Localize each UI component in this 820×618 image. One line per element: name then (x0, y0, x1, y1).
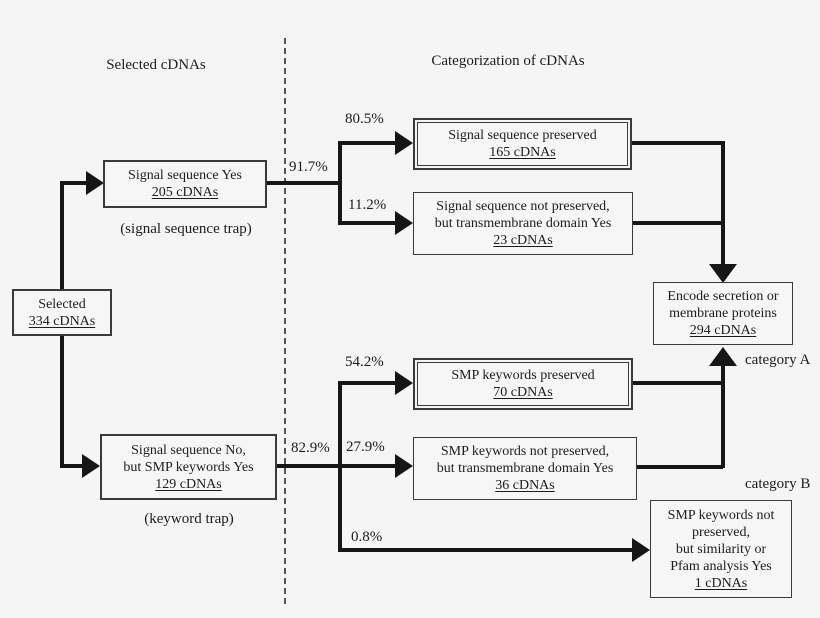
box-count: 165 cDNAs (489, 145, 556, 160)
signal-not-preserved-box: Signal sequence not preserved, but trans… (413, 192, 633, 255)
box-text: SMP keywords preserved (451, 368, 595, 383)
arrow-right-icon (395, 371, 413, 395)
box-count: 70 cDNAs (493, 385, 553, 400)
box-count: 23 cDNAs (493, 233, 553, 248)
box-text: SMP keywords not (667, 507, 775, 523)
arrow-down-icon (709, 264, 737, 283)
box-text: Pfam analysis Yes (670, 558, 772, 574)
arrow-right-icon (632, 538, 650, 562)
box-count: 205 cDNAs (151, 185, 219, 200)
flow-line-36-to-merge (635, 465, 723, 469)
box-count: 129 cDNAs (155, 476, 222, 492)
box-text: membrane proteins (669, 306, 777, 321)
signal-preserved-box: Signal sequence preserved 165 cDNAs (413, 118, 632, 170)
percent-sig-not-preserved: 11.2% (348, 197, 387, 213)
flow-line-branch2-vertical (338, 381, 342, 552)
selected-box: Selected 334 cDNAs (12, 289, 112, 336)
header-categorization-of-cdnas: Categorization of cDNAs (431, 53, 585, 69)
flow-line-signal-yes-out (265, 181, 342, 185)
box-text: Encode secretion or (667, 289, 779, 304)
flow-line-merge-up-vertical (721, 364, 725, 468)
category-a-label: category A (745, 352, 811, 368)
box-text: Signal sequence preserved (448, 128, 597, 143)
category-b-label: category B (745, 476, 811, 492)
box-text: but SMP keywords Yes (123, 459, 254, 475)
box-text: Signal sequence No, (131, 442, 246, 458)
header-selected-cdnas: Selected cDNAs (106, 57, 206, 73)
signal-sequence-no-box: Signal sequence No, but SMP keywords Yes… (100, 434, 277, 500)
percent-smp-similarity: 0.8% (351, 529, 383, 545)
box-count: 36 cDNAs (495, 478, 555, 493)
box-text: Selected (38, 296, 86, 312)
box-count: 1 cDNAs (694, 575, 748, 591)
box-text: preserved, (692, 524, 750, 540)
flow-line-23-to-merge (631, 221, 723, 225)
percent-sig-preserved: 80.5% (345, 111, 384, 127)
arrow-right-icon (395, 131, 413, 155)
arrow-right-icon (395, 454, 413, 478)
percent-sig-branch: 91.7% (289, 159, 328, 175)
flow-line-70-to-merge (631, 381, 723, 385)
box-text: but similarity or (675, 541, 767, 557)
box-text: Signal sequence not preserved, (436, 199, 610, 214)
signal-trap-caption: (signal sequence trap) (120, 221, 252, 237)
flow-line-trunk-to-signal-no (60, 464, 86, 468)
flow-line-to-smp-not-preserved (342, 464, 396, 468)
smp-similarity-box: SMP keywords not preserved, but similari… (650, 500, 792, 598)
smp-not-preserved-box: SMP keywords not preserved, but transmem… (413, 437, 637, 500)
flow-line-branch1-vertical (338, 141, 342, 225)
percent-smp-not-preserved: 27.9% (346, 439, 385, 455)
flow-line-signal-no-out (275, 464, 342, 468)
flow-line-to-smp-preserved (338, 381, 396, 385)
arrow-right-icon (82, 454, 100, 478)
flow-line-to-smp-similarity (338, 548, 634, 552)
box-text: Signal sequence Yes (128, 168, 242, 183)
box-text: but transmembrane domain Yes (434, 216, 612, 231)
percent-smp-branch: 82.9% (291, 440, 330, 456)
flow-line-to-signal-preserved (338, 141, 396, 145)
smp-preserved-box: SMP keywords preserved 70 cDNAs (413, 358, 633, 410)
arrow-right-icon (86, 171, 104, 195)
arrow-right-icon (395, 211, 413, 235)
box-count: 334 cDNAs (28, 313, 96, 329)
flow-line-to-signal-not-preserved (338, 221, 396, 225)
box-text: but transmembrane domain Yes (436, 461, 614, 476)
signal-sequence-yes-box: Signal sequence Yes 205 cDNAs (103, 160, 267, 208)
flow-line-165-to-merge (630, 141, 723, 145)
encode-secretion-box: Encode secretion or membrane proteins 29… (653, 282, 793, 345)
box-text: SMP keywords not preserved, (440, 444, 610, 459)
flow-line-trunk-to-signal-yes (60, 181, 88, 185)
keyword-trap-caption: (keyword trap) (144, 511, 234, 527)
section-divider-dashed-line (284, 38, 286, 604)
arrow-up-icon (709, 347, 737, 366)
flow-line-merge-down-vertical (721, 141, 725, 265)
box-count: 294 cDNAs (689, 323, 757, 338)
percent-smp-preserved: 54.2% (345, 354, 384, 370)
